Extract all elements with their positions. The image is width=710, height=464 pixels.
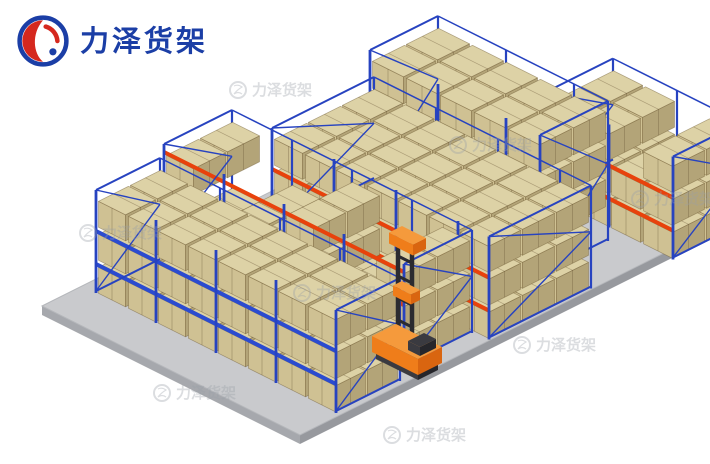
svg-text:力泽货架: 力泽货架 xyxy=(536,336,596,354)
svg-text:力泽货架: 力泽货架 xyxy=(316,284,376,302)
watermark: 力泽货架 xyxy=(293,284,376,302)
logo-ring xyxy=(17,15,69,67)
svg-text:力泽货架: 力泽货架 xyxy=(654,190,710,208)
svg-text:力泽货架: 力泽货架 xyxy=(176,384,236,402)
watermark: 力泽货架 xyxy=(513,336,596,354)
logo-dot xyxy=(49,48,57,56)
brand-logo: 力泽货架 xyxy=(16,14,208,68)
logo-swirl-arc xyxy=(43,24,60,44)
svg-text:力泽货架: 力泽货架 xyxy=(406,426,466,444)
svg-text:力泽货架: 力泽货架 xyxy=(252,81,312,99)
lize-logo-icon xyxy=(17,15,69,67)
watermark: 力泽货架 xyxy=(383,426,466,444)
watermark: 力泽货架 xyxy=(229,81,312,99)
reach-truck xyxy=(372,226,442,380)
watermark: 力泽货架 xyxy=(631,190,710,208)
svg-text:力泽货架: 力泽货架 xyxy=(472,136,532,154)
rack-left xyxy=(94,157,402,413)
watermark: 力泽货架 xyxy=(153,384,236,402)
watermark: 力泽货架 xyxy=(449,136,532,154)
watermark: 力泽货架 xyxy=(79,224,162,242)
logo-text: 力泽货架 xyxy=(80,23,209,58)
logo-swirl xyxy=(22,20,43,62)
svg-text:力泽货架: 力泽货架 xyxy=(102,224,162,242)
